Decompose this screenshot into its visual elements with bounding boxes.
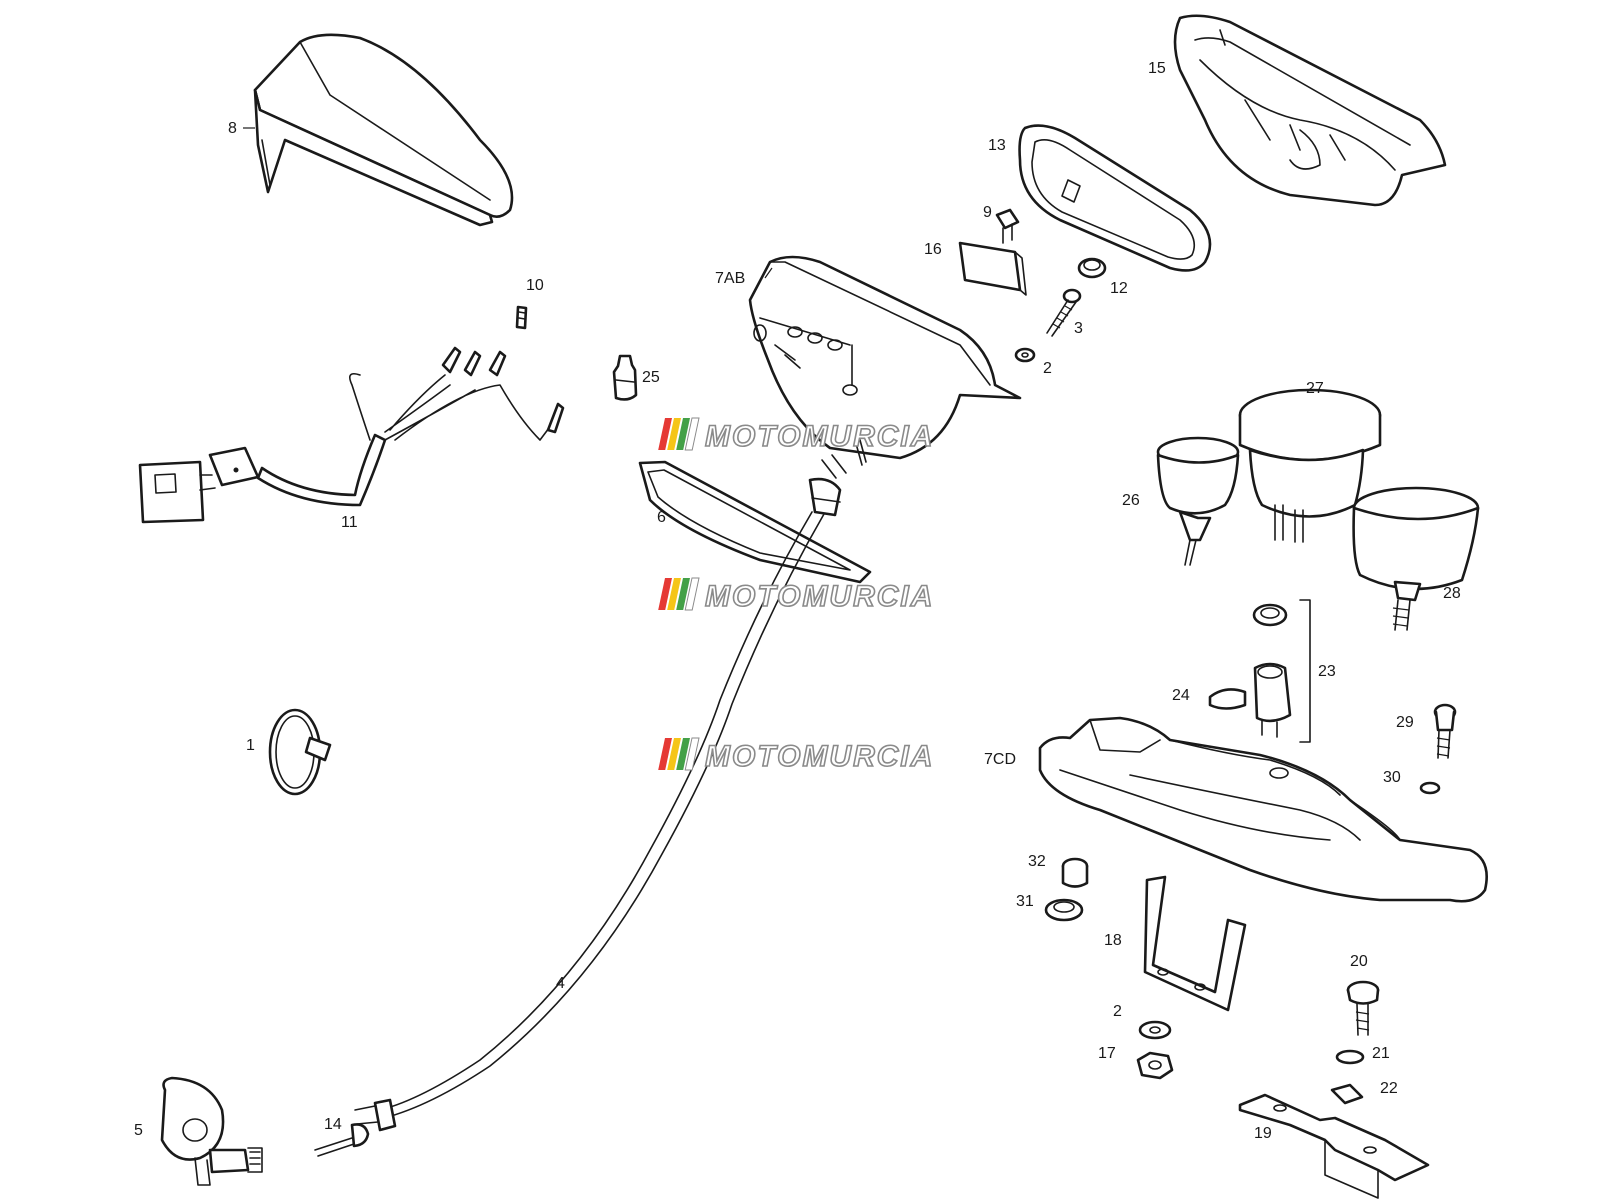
label-14: 14 — [324, 1116, 342, 1133]
label-18: 18 — [1104, 932, 1122, 949]
label-29: 29 — [1396, 714, 1414, 731]
part-19-bracket — [1238, 1093, 1430, 1199]
watermark-stripe-red — [658, 418, 672, 450]
label-1: 1 — [246, 737, 255, 754]
watermark-text: MOTOMURCIA — [705, 740, 934, 773]
watermark-text: MOTOMURCIA — [705, 420, 934, 453]
part-31-grommet — [1044, 898, 1084, 922]
part-2-washer-upper — [1014, 347, 1036, 363]
part-7cd-lower-housing — [1038, 716, 1488, 903]
part-16-pad — [958, 241, 1027, 296]
label-32: 32 — [1028, 853, 1046, 870]
part-21-washer — [1335, 1049, 1365, 1065]
part-18-bracket — [1143, 875, 1247, 1012]
part-14-cable-end — [314, 1123, 370, 1157]
part-29-bolt — [1433, 703, 1457, 759]
part-13-lens-frame — [1018, 124, 1212, 272]
part-2-washer-lower — [1138, 1020, 1172, 1040]
label-7ab: 7AB — [715, 270, 745, 287]
part-4-speedometer-cable — [354, 454, 847, 1132]
label-6: 6 — [657, 509, 666, 526]
label-2-upper: 2 — [1043, 360, 1052, 377]
label-17: 17 — [1098, 1045, 1116, 1062]
part-22-clip — [1330, 1083, 1364, 1105]
part-32-spacer — [1061, 857, 1089, 888]
label-30: 30 — [1383, 769, 1401, 786]
watermark-stripe-green — [676, 418, 690, 450]
part-11-wiring-harness — [138, 346, 565, 524]
label-25: 25 — [642, 369, 660, 386]
part-1-hose-clamp — [268, 708, 332, 796]
watermark-stripe-yellow — [667, 418, 681, 450]
part-28-gauge — [1352, 486, 1480, 631]
label-24: 24 — [1172, 687, 1190, 704]
label-9: 9 — [983, 204, 992, 221]
watermark-2: MOTOMURCIA — [658, 577, 934, 614]
part-15-upper-housing — [1173, 14, 1447, 207]
part-9-clip — [995, 208, 1020, 244]
label-20: 20 — [1350, 953, 1368, 970]
part-24-cap — [1208, 688, 1247, 710]
label-11: 11 — [341, 514, 358, 531]
part-7ab-instrument-housing — [748, 255, 1022, 466]
leader-lines — [243, 127, 773, 279]
label-13: 13 — [988, 137, 1006, 154]
part-30-washer — [1419, 781, 1441, 795]
label-7cd: 7CD — [984, 751, 1016, 768]
part-17-nut — [1136, 1051, 1174, 1080]
label-3: 3 — [1074, 320, 1083, 337]
part-23-switch-assembly — [1252, 599, 1311, 743]
label-31: 31 — [1016, 893, 1034, 910]
part-10-bulb — [515, 305, 528, 330]
watermark-3: MOTOMURCIA — [658, 737, 934, 774]
label-5: 5 — [134, 1122, 143, 1139]
part-6-gasket — [638, 460, 872, 584]
label-8: 8 — [228, 120, 237, 137]
label-2-lower: 2 — [1113, 1003, 1122, 1020]
part-20-screw — [1346, 980, 1380, 1036]
part-3-screw — [1046, 288, 1082, 337]
part-5-speedometer-drive — [160, 1076, 263, 1186]
watermark-text: MOTOMURCIA — [705, 580, 934, 613]
label-21: 21 — [1372, 1045, 1390, 1062]
part-8-top-cover — [253, 33, 514, 227]
watermark-stripe-white — [684, 417, 700, 451]
label-23: 23 — [1318, 663, 1336, 680]
part-26-small-gauge — [1156, 436, 1240, 566]
part-labels: 8 15 13 9 16 12 3 2 7AB 10 25 11 6 27 26… — [134, 60, 1461, 1142]
label-15: 15 — [1148, 60, 1166, 77]
label-10: 10 — [526, 277, 544, 294]
part-25-bulb-socket — [612, 354, 638, 401]
label-16: 16 — [924, 241, 942, 258]
label-19: 19 — [1254, 1125, 1272, 1142]
part-27-gauge — [1238, 388, 1382, 543]
label-28: 28 — [1443, 585, 1461, 602]
label-22: 22 — [1380, 1080, 1398, 1097]
label-26: 26 — [1122, 492, 1140, 509]
label-27: 27 — [1306, 380, 1324, 397]
label-12: 12 — [1110, 280, 1128, 297]
watermark-1: MOTOMURCIA — [658, 417, 934, 454]
label-4: 4 — [556, 975, 565, 992]
part-12-grommet — [1077, 257, 1107, 279]
